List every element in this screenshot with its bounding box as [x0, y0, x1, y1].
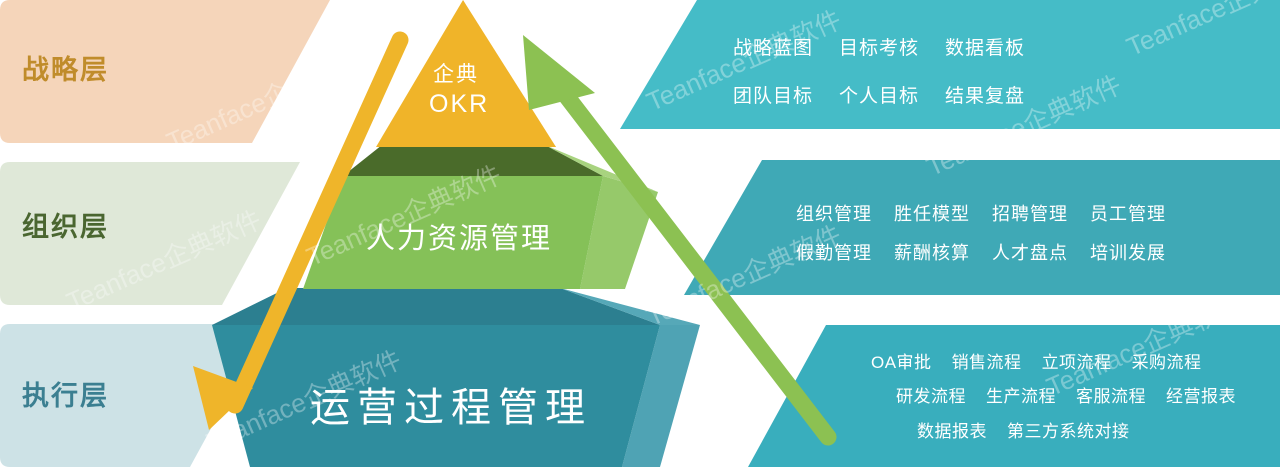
feature-item: 员工管理 [1090, 204, 1166, 224]
feature-item: 生产流程 [986, 387, 1056, 406]
pyramid-base-front-face [212, 325, 660, 467]
feature-item: 薪酬核算 [894, 243, 970, 263]
execution-to-strategy-arrow [523, 35, 837, 446]
feature-item: 数据看板 [945, 38, 1026, 59]
feature-item: 培训发展 [1090, 243, 1166, 263]
right-panel-execution [748, 325, 1280, 467]
pyramid-apex-label-line1: 企典 [433, 63, 479, 86]
feature-item: 采购流程 [1131, 353, 1202, 372]
left-panel-execution [0, 324, 268, 467]
feature-item: 经营报表 [1166, 387, 1236, 406]
feature-item: 战略蓝图 [733, 38, 814, 59]
pyramid-apex-front-face [376, 0, 556, 147]
feature-item: 结果复盘 [945, 86, 1026, 107]
right-panel-organization [684, 160, 1280, 295]
feature-item: 第三方系统对接 [1007, 422, 1130, 441]
pyramid-base-label: 运营过程管理 [310, 386, 592, 430]
left-panel-strategy [0, 0, 330, 143]
organization-feature-row-1: 组织管理 胜任模型 招聘管理 员工管理 [796, 200, 1188, 226]
feature-item: 立项流程 [1041, 353, 1112, 372]
pyramid-apex-label-line2: OKR [429, 90, 490, 118]
execution-feature-row-3: 数据报表 第三方系统对接 [917, 417, 1150, 442]
feature-item: 目标考核 [839, 38, 920, 59]
layer-label-execution: 执行层 [22, 381, 109, 411]
feature-item: 数据报表 [917, 422, 987, 441]
feature-item: 研发流程 [896, 387, 966, 406]
pyramid-middle-label: 人力资源管理 [366, 223, 553, 255]
feature-item: 销售流程 [951, 353, 1022, 372]
execution-feature-row-1: OA审批销售流程立项流程采购流程 [871, 348, 1222, 373]
feature-item: 人才盘点 [992, 243, 1068, 263]
pyramid-middle-side-face [580, 176, 658, 289]
feature-item: OA审批 [871, 353, 932, 372]
pyramid-middle-top-face [343, 145, 603, 176]
feature-item: 团队目标 [733, 86, 814, 107]
strategy-feature-row-1: 战略蓝图 目标考核 数据看板 [733, 33, 1051, 60]
feature-item: 个人目标 [839, 86, 920, 107]
pyramid-base-side-face [622, 325, 700, 467]
organization-feature-row-2: 假勤管理 薪酬核算 人才盘点 培训发展 [796, 239, 1188, 265]
layer-label-organization: 组织层 [22, 212, 109, 242]
pyramid-base-top-face [212, 288, 660, 325]
feature-item: 假勤管理 [796, 243, 872, 263]
feature-item: 组织管理 [796, 204, 872, 224]
execution-feature-row-2: 研发流程 生产流程 客服流程 经营报表 [896, 382, 1256, 407]
pyramid-base-side-shadow [560, 288, 700, 325]
feature-item: 胜任模型 [894, 204, 970, 224]
pyramid-middle-front-face [303, 176, 603, 289]
right-panel-strategy [620, 0, 1280, 129]
left-panel-organization [0, 162, 300, 305]
feature-item: 客服流程 [1076, 387, 1146, 406]
strategy-feature-row-2: 团队目标 个人目标 结果复盘 [733, 81, 1051, 108]
layer-label-strategy: 战略层 [22, 55, 109, 85]
feature-item: 招聘管理 [992, 204, 1068, 224]
strategy-to-execution-arrow [193, 31, 409, 430]
